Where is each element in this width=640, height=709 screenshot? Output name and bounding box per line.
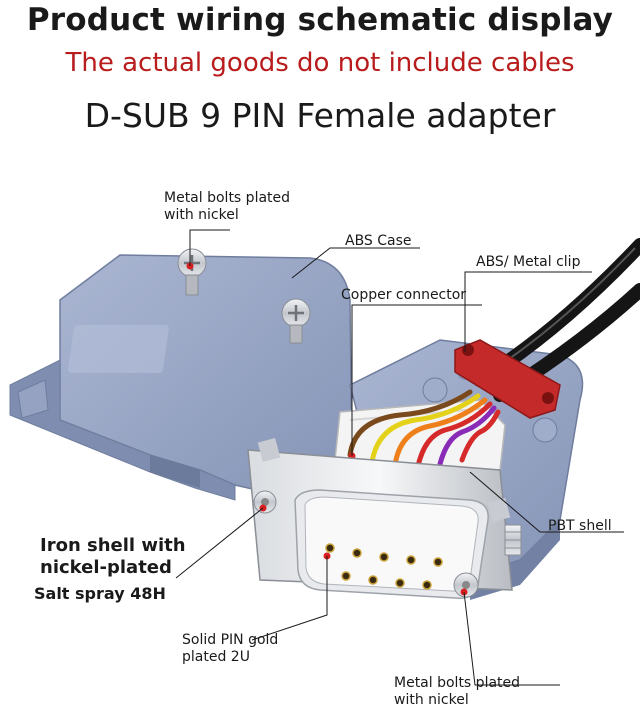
side-bolt-right [504, 524, 522, 556]
callout-pbt-shell: PBT shell [548, 518, 612, 534]
colored-wires [347, 389, 501, 469]
callout-copper-connector: Copper connector [341, 287, 467, 303]
callout-solid-pin: Solid PIN gold plated 2U [182, 632, 279, 665]
bolt-top-2 [281, 298, 311, 344]
callout-salt-spray: Salt spray 48H [34, 584, 166, 603]
callout-abs-metal-clip: ABS/ Metal clip [476, 254, 581, 270]
jackscrew-right [453, 572, 479, 598]
bolt-top-1 [177, 248, 207, 296]
pin-holes [323, 543, 443, 590]
callout-iron-shell: Iron shell with nickel-plated [40, 535, 186, 578]
callout-metal-bolts-bottom: Metal bolts plated with nickel [394, 675, 521, 708]
callout-metal-bolts-top: Metal bolts plated with nickel [164, 190, 291, 223]
abs-case-cover [9, 254, 353, 501]
product-heading: D-SUB 9 PIN Female adapter [84, 96, 556, 135]
callout-abs-case: ABS Case [345, 233, 412, 249]
page-title: Product wiring schematic display [26, 2, 614, 38]
iron-shell [247, 438, 513, 599]
page-subtitle: The actual goods do not include cables [65, 48, 575, 78]
leader-lines [175, 229, 624, 686]
jackscrew-left [253, 490, 277, 514]
